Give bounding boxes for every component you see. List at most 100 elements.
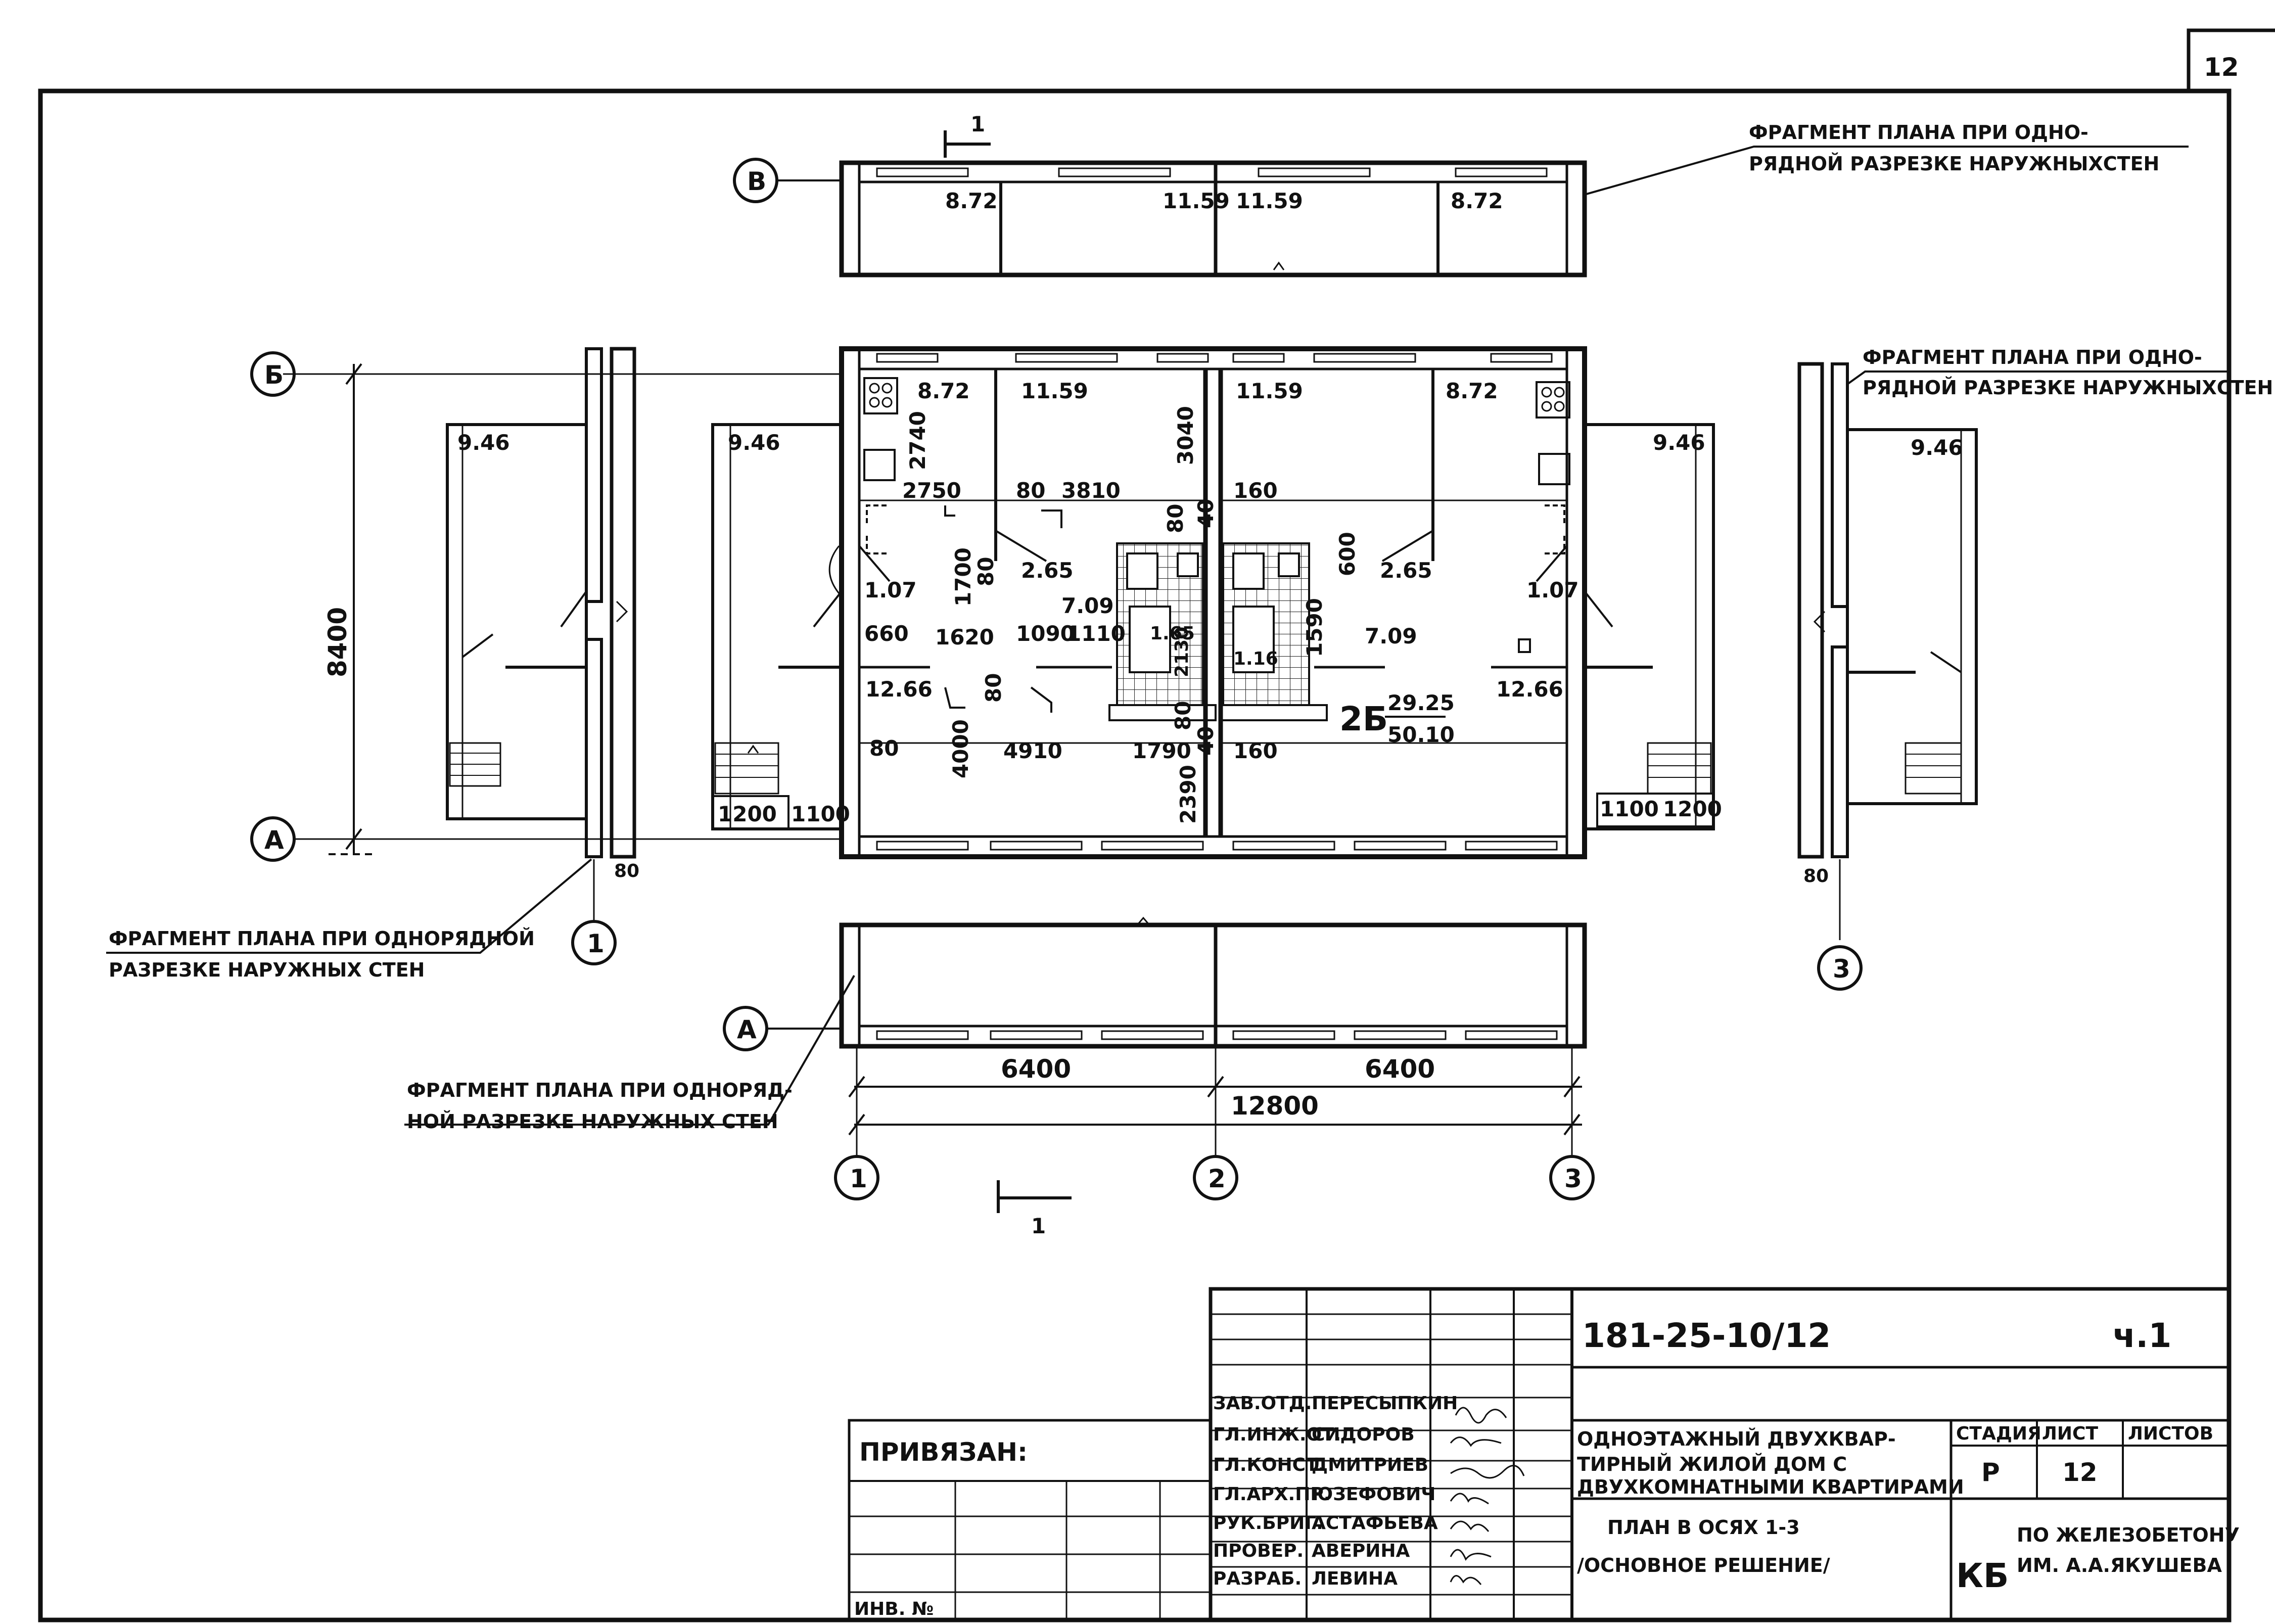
right-porch-dim-2: 1200 <box>1663 797 1722 821</box>
sheet-number: 12 <box>2204 53 2239 82</box>
svg-text:1700: 1700 <box>951 547 976 607</box>
right-porch-area: 9.46 <box>1653 430 1705 455</box>
svg-text:1590: 1590 <box>1302 598 1327 657</box>
note-bottom-line2: НОЙ РАЗРЕЗКЕ НАРУЖНЫХ СТЕН <box>407 1110 778 1133</box>
leader-right <box>1846 370 2229 385</box>
svg-text:12.66: 12.66 <box>865 677 933 702</box>
svg-text:11.59: 11.59 <box>1163 189 1230 213</box>
svg-text:8.72: 8.72 <box>945 189 998 213</box>
right-wall-dim: 80 <box>1803 866 1829 887</box>
svg-text:ПЛАН В ОСЯХ 1-3: ПЛАН В ОСЯХ 1-3 <box>1607 1516 1800 1539</box>
main-plan <box>828 346 1587 859</box>
svg-text:АСТАФЬЕВА: АСТАФЬЕВА <box>1312 1513 1438 1534</box>
svg-text:80: 80 <box>1163 504 1188 533</box>
total-dim: 12800 <box>1231 1091 1319 1121</box>
axis-bubble-3 <box>1549 1155 1595 1200</box>
axis-label-v: В <box>747 167 766 196</box>
svg-text:3040: 3040 <box>1173 406 1198 465</box>
svg-text:АВЕРИНА: АВЕРИНА <box>1312 1541 1410 1561</box>
svg-text:ЮЗЕФОВИЧ: ЮЗЕФОВИЧ <box>1312 1484 1435 1505</box>
svg-text:ЛЕВИНА: ЛЕВИНА <box>1312 1568 1398 1589</box>
bottom-dimension-chains <box>848 1046 1582 1157</box>
svg-text:СТАДИЯ: СТАДИЯ <box>1956 1423 2041 1444</box>
left-porch <box>711 423 843 830</box>
axis-label-1: 1 <box>850 1164 867 1193</box>
svg-text:160: 160 <box>1233 478 1278 503</box>
note-top-right-line1: ФРАГМЕНТ ПЛАНА ПРИ ОДНО- <box>1749 121 2088 144</box>
top-fragment-plan <box>839 160 1587 277</box>
svg-text:ОДНОЭТАЖНЫЙ ДВУХКВАР-: ОДНОЭТАЖНЫЙ ДВУХКВАР- <box>1577 1428 1896 1450</box>
svg-text:ГЛ.ИНЖ.ОТ.: ГЛ.ИНЖ.ОТ. <box>1213 1424 1341 1445</box>
overall-height-dim: 8400 <box>323 607 352 677</box>
svg-text:8.72: 8.72 <box>917 379 970 403</box>
svg-text:50.10: 50.10 <box>1387 722 1455 747</box>
svg-text:12: 12 <box>2062 1458 2098 1487</box>
svg-text:1.16: 1.16 <box>1233 648 1278 669</box>
svg-text:ч.1: ч.1 <box>2113 1316 2171 1355</box>
svg-text:ЛИСТОВ: ЛИСТОВ <box>2128 1423 2213 1444</box>
leader-left <box>106 858 592 954</box>
svg-text:ПО ЖЕЛЕЗОБЕТОНУ: ПО ЖЕЛЕЗОБЕТОНУ <box>2017 1524 2240 1546</box>
svg-text:80: 80 <box>973 557 998 586</box>
svg-text:ПЕРЕСЫПКИН: ПЕРЕСЫПКИН <box>1312 1393 1458 1414</box>
section-cut-mark-top: 1 <box>944 112 991 158</box>
svg-text:1: 1 <box>1031 1214 1046 1238</box>
note-right-line2: РЯДНОЙ РАЗРЕЗКЕ НАРУЖНЫХСТЕН <box>1863 377 2273 399</box>
left-fragment-plan <box>446 347 636 859</box>
note-right-line1: ФРАГМЕНТ ПЛАНА ПРИ ОДНО- <box>1863 346 2202 368</box>
axis-label-a-left: А <box>264 825 284 855</box>
main-plan-dimensions: 2740 3040 2750 80 3810 160 80 40 1700 80… <box>864 406 1360 824</box>
title-block <box>848 1287 2231 1622</box>
axis-lines <box>283 363 842 855</box>
svg-text:ЛИСТ: ЛИСТ <box>2042 1423 2098 1444</box>
svg-text:2390: 2390 <box>1176 765 1200 824</box>
svg-text:ДВУХКОМНАТНЫМИ КВАРТИРАМИ: ДВУХКОМНАТНЫМИ КВАРТИРАМИ <box>1577 1476 1964 1498</box>
svg-text:80: 80 <box>981 673 1006 703</box>
sheet-number-box <box>2187 28 2275 91</box>
svg-text:1.65: 1.65 <box>1150 623 1195 644</box>
svg-text:ГЛ.КОНСТ.: ГЛ.КОНСТ. <box>1213 1455 1325 1475</box>
bay-dim-2: 6400 <box>1365 1054 1435 1084</box>
svg-text:1: 1 <box>970 112 985 136</box>
axis-bubble-1-left <box>571 920 617 965</box>
svg-text:2.65: 2.65 <box>1380 558 1432 583</box>
svg-text:2750: 2750 <box>902 478 961 503</box>
svg-text:РУК.БРИГ.: РУК.БРИГ. <box>1213 1513 1323 1534</box>
svg-text:СИДОРОВ: СИДОРОВ <box>1312 1424 1415 1445</box>
svg-text:2Б: 2Б <box>1339 700 1388 738</box>
svg-text:ИНВ. №: ИНВ. № <box>854 1599 934 1619</box>
bay-dim-1: 6400 <box>1001 1054 1071 1084</box>
right-porch <box>1583 423 1715 830</box>
svg-text:КБ: КБ <box>1956 1556 2009 1595</box>
section-cut-mark-bottom: 1 <box>997 1180 1072 1238</box>
svg-text:ГЛ.АРХ.ПР.: ГЛ.АРХ.ПР. <box>1213 1484 1330 1505</box>
svg-text:4910: 4910 <box>1003 738 1062 763</box>
axis-bubble-b <box>250 351 296 397</box>
svg-text:2130: 2130 <box>1172 627 1192 677</box>
left-wall-dim: 80 <box>614 861 639 881</box>
axis-label-a-bottom: А <box>737 1015 757 1044</box>
svg-text:ИМ. А.А.ЯКУШЕВА: ИМ. А.А.ЯКУШЕВА <box>2017 1554 2222 1576</box>
svg-text:ПРОВЕР.: ПРОВЕР. <box>1213 1541 1304 1561</box>
svg-text:РАЗРАБ.: РАЗРАБ. <box>1213 1568 1302 1589</box>
left-porch-dim-2: 1100 <box>791 802 850 826</box>
title-block-text: 181-25-10/12 ч.1 ПРИВЯЗАН: ИНВ. № ЗАВ.ОТ… <box>854 1316 2240 1619</box>
svg-text:1790: 1790 <box>1132 738 1191 763</box>
note-left-line1: ФРАГМЕНТ ПЛАНА ПРИ ОДНОРЯДНОЙ <box>109 927 535 950</box>
svg-text:ПРИВЯЗАН:: ПРИВЯЗАН: <box>859 1437 1028 1467</box>
svg-text:181-25-10/12: 181-25-10/12 <box>1582 1316 1831 1355</box>
axis-label-1-left: 1 <box>587 929 605 958</box>
svg-text:80: 80 <box>869 736 899 761</box>
svg-text:ЗАВ.ОТД.: ЗАВ.ОТД. <box>1213 1393 1312 1414</box>
svg-text:7.09: 7.09 <box>1365 624 1417 648</box>
axis-label-3: 3 <box>1564 1164 1582 1193</box>
svg-text:Р: Р <box>1981 1458 2000 1487</box>
main-plan-areas: 8.72 11.59 11.59 8.72 1.07 2.65 7.09 7.0… <box>864 379 1579 747</box>
axis-label-3-right: 3 <box>1833 954 1850 984</box>
right-fragment-area: 9.46 <box>1911 435 1963 460</box>
svg-text:660: 660 <box>864 621 909 646</box>
svg-text:8.72: 8.72 <box>1451 189 1503 213</box>
axis-bubble-1 <box>834 1155 879 1200</box>
svg-text:160: 160 <box>1233 738 1278 763</box>
